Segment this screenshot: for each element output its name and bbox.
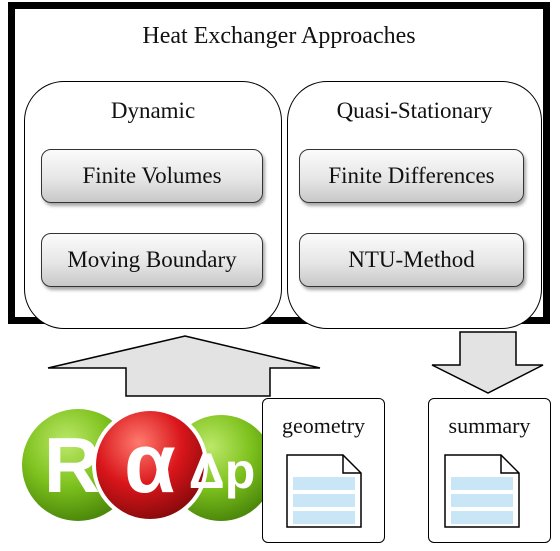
diagram-title: Heat Exchanger Approaches: [142, 23, 416, 49]
logo-alpha-circle: [92, 407, 208, 523]
logo-r-letter: R: [44, 421, 100, 509]
logo-alpha-letter: α: [124, 416, 176, 510]
summary-label: summary: [448, 413, 531, 438]
geometry-label: geometry: [281, 413, 366, 438]
finite-volumes-box: Finite Volumes: [41, 149, 263, 203]
finite-differences-box: Finite Differences: [299, 149, 524, 203]
summary-file-icon: [444, 454, 520, 528]
dynamic-group: Dynamic Finite Volumes Moving Boundary: [24, 81, 282, 329]
geometry-file-icon: [286, 454, 362, 528]
down-arrow: [431, 331, 544, 394]
heat-exchanger-approaches-frame: Heat Exchanger Approaches Dynamic Finite…: [8, 2, 550, 329]
quasi-stationary-group-title: Quasi-Stationary: [336, 98, 493, 123]
dynamic-group-title: Dynamic: [110, 98, 196, 123]
moving-boundary-box: Moving Boundary: [41, 233, 263, 287]
ntu-method-box: NTU-Method: [299, 233, 524, 287]
logo-deltap-letter: Δp: [189, 443, 255, 499]
up-arrow: [47, 335, 321, 397]
quasi-stationary-group: Quasi-Stationary Finite Differences NTU-…: [287, 81, 542, 329]
geometry-document: geometry: [262, 398, 385, 543]
summary-document: summary: [428, 398, 551, 543]
